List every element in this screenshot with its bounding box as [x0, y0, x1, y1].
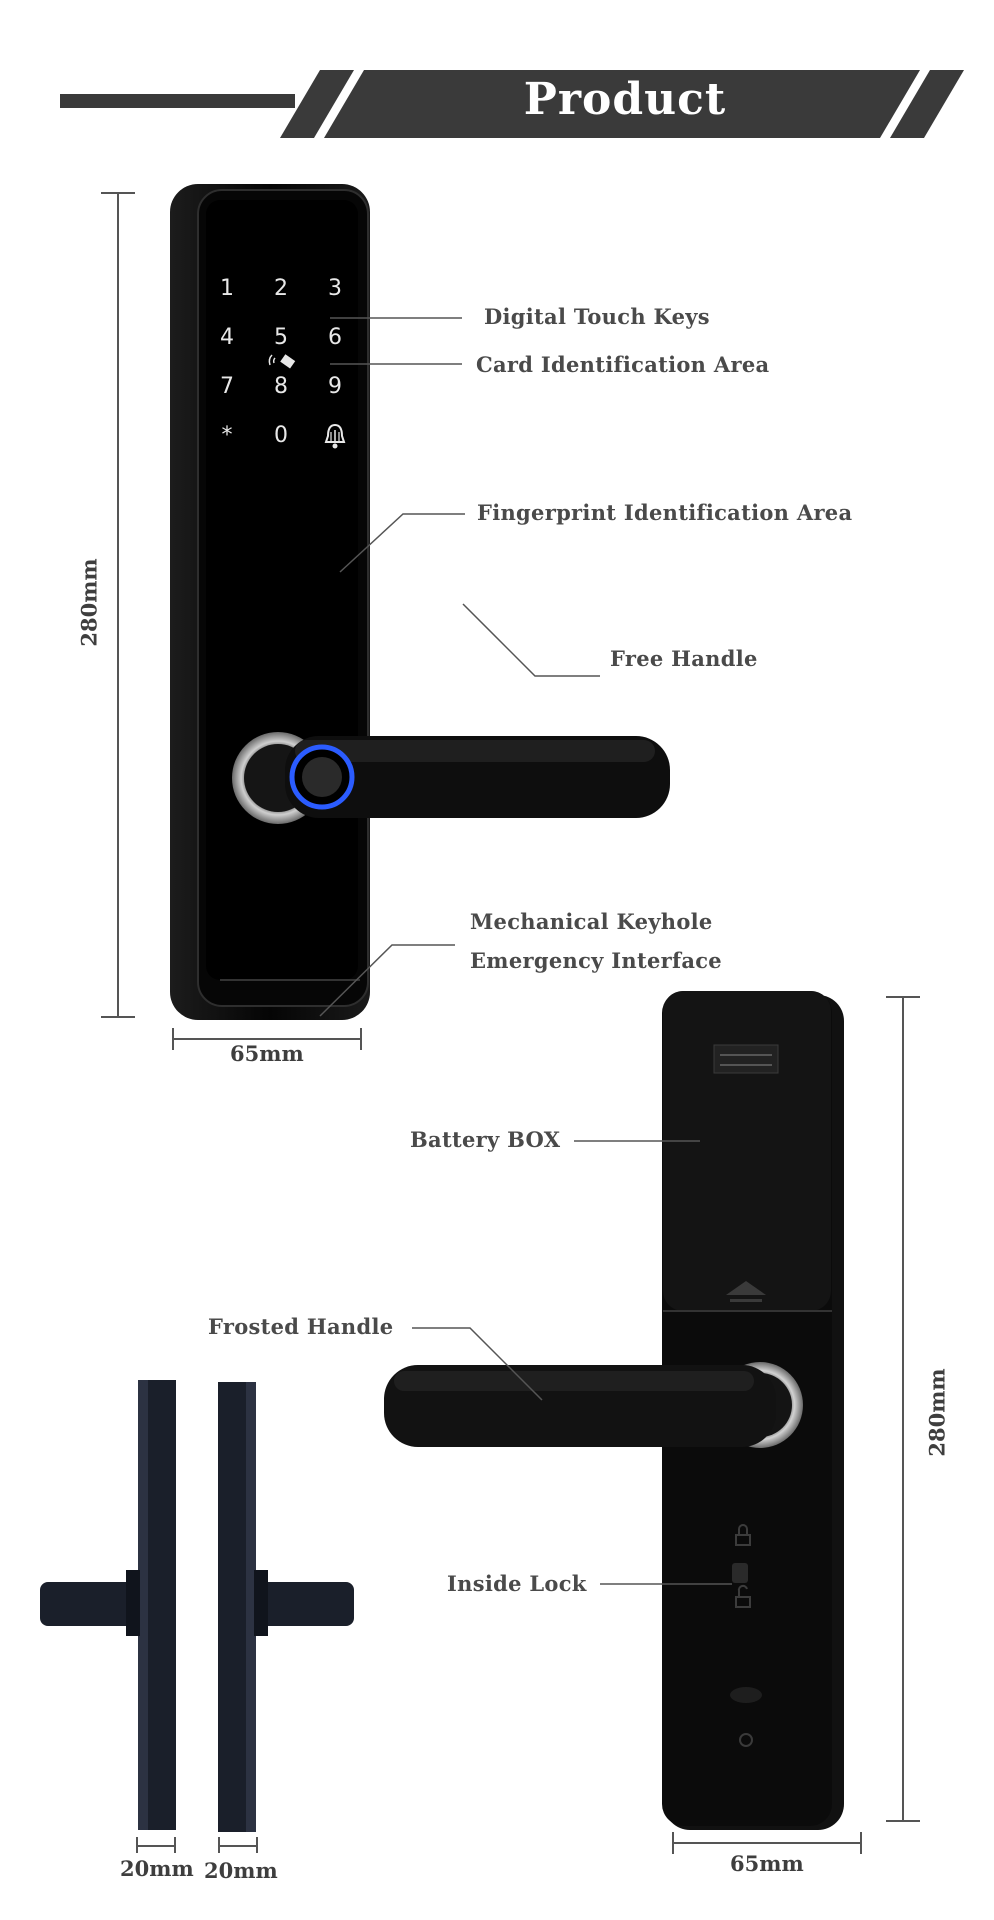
label-frosted-handle: Frosted Handle — [208, 1314, 394, 1339]
back-lock-body — [384, 991, 844, 1830]
keypad-key-star[interactable]: * — [221, 423, 233, 448]
back-callout-lines — [412, 1140, 732, 1585]
keypad-key-3[interactable]: 3 — [328, 276, 342, 301]
back-width-label: 65mm — [730, 1851, 804, 1876]
keypad-key-5[interactable]: 5 — [274, 325, 288, 350]
side-right-width-label: 20mm — [204, 1858, 278, 1883]
front-width-label: 65mm — [230, 1041, 304, 1066]
keypad-key-7[interactable]: 7 — [220, 374, 234, 399]
doorbell-icon[interactable] — [322, 422, 348, 450]
label-card-identification-area: Card Identification Area — [476, 352, 770, 377]
back-width-line — [672, 1842, 862, 1844]
side-left-width-label: 20mm — [120, 1856, 194, 1881]
front-lock-body — [170, 184, 670, 1020]
front-height-line — [117, 192, 119, 1016]
keypad-key-4[interactable]: 4 — [220, 325, 234, 350]
keypad-key-8[interactable]: 8 — [274, 374, 288, 399]
back-height-line — [902, 996, 904, 1820]
keypad-key-2[interactable]: 2 — [274, 276, 288, 301]
front-width-line — [172, 1038, 362, 1040]
keypad-key-1[interactable]: 1 — [220, 276, 234, 301]
header-banner-shape — [280, 70, 964, 138]
keypad-key-0[interactable]: 0 — [274, 423, 288, 448]
label-free-handle: Free Handle — [610, 646, 758, 671]
label-mechanical-keyhole: Mechanical Keyhole — [470, 909, 713, 934]
label-emergency-interface: Emergency Interface — [470, 948, 722, 973]
back-height-label: 280mm — [924, 1368, 950, 1457]
nfc-card-icon — [268, 354, 296, 369]
keypad-key-6[interactable]: 6 — [328, 325, 342, 350]
label-fingerprint-identification-area: Fingerprint Identification Area — [477, 500, 853, 525]
keypad-key-9[interactable]: 9 — [328, 374, 342, 399]
label-inside-lock: Inside Lock — [447, 1571, 587, 1596]
page-title: Product Description — [476, 74, 774, 185]
label-battery-box: Battery BOX — [410, 1127, 561, 1152]
side-view-drawing — [40, 1380, 354, 1832]
header-left-bar — [60, 94, 295, 108]
label-digital-touch-keys: Digital Touch Keys — [484, 304, 710, 329]
front-callout-lines — [319, 317, 600, 1017]
